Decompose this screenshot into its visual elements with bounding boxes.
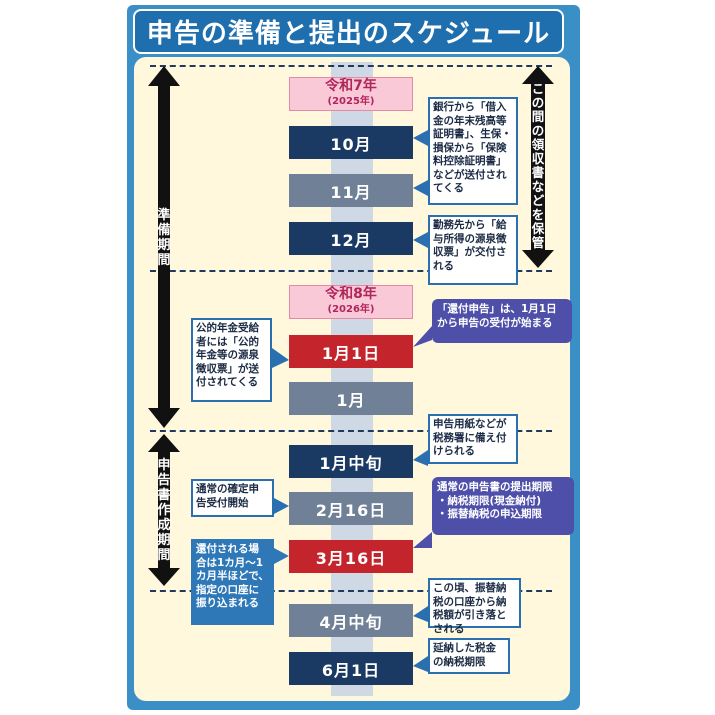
page-title: 申告の準備と提出のスケジュール xyxy=(146,19,551,49)
note-extended-deadline: 延納した税金の納税期限 xyxy=(428,638,510,674)
month-jan-1: 1月1日 xyxy=(289,335,413,368)
keep-receipts-label: この間の領収書などを保管 xyxy=(531,81,545,250)
month-mar-16: 3月16日 xyxy=(289,540,413,573)
divider-line xyxy=(150,270,552,272)
note-deadline: 通常の申告書の提出期限 ・納税期限(現金納付) ・振替納税の申込期限 xyxy=(432,477,574,535)
month-mid-jan: 1月中旬 xyxy=(289,445,413,478)
creation-period-label: 申告書作成期間 xyxy=(157,458,171,563)
month-feb-16: 2月16日 xyxy=(289,492,413,525)
month-mid-apr: 4月中旬 xyxy=(289,604,413,637)
month-oct: 10月 xyxy=(289,126,413,159)
note-filing-start: 通常の確定申告受付開始 xyxy=(191,479,274,517)
note-refund-start: 「還付申告」は、1月1日から申告の受付が始まる xyxy=(432,299,572,343)
month-jan: 1月 xyxy=(289,382,413,415)
month-jun-1: 6月1日 xyxy=(289,652,413,685)
preparation-period-label: 準備期間 xyxy=(157,208,171,268)
note-refund-timing: 還付される場合は1カ月～1カ月半ほどで、指定の口座に振り込まれる xyxy=(191,539,274,625)
divider-line xyxy=(150,65,552,67)
year-label: 令和8年 xyxy=(325,286,377,302)
year-badge-2025: 令和7年 (2025年) xyxy=(289,77,413,111)
divider-line xyxy=(150,590,552,592)
note-withholding-slip: 勤務先から「給与所得の源泉徴収票」が交付される xyxy=(428,215,518,285)
month-nov: 11月 xyxy=(289,174,413,207)
note-forms-ready: 申告用紙などが税務署に備え付けられる xyxy=(428,414,518,464)
year-label-western: (2026年) xyxy=(327,304,375,315)
note-debit: この頃、振替納税の口座から納税額が引き落とされる xyxy=(428,578,521,635)
preparation-period-arrow xyxy=(148,66,180,428)
note-insurance-certificates: 銀行から「借入金の年末残高等証明書」、生保・損保から「保険料控除証明書」などが送… xyxy=(428,97,518,205)
year-badge-2026: 令和8年 (2026年) xyxy=(289,285,413,319)
keep-receipts-arrow xyxy=(522,66,554,268)
year-label: 令和7年 xyxy=(325,78,377,94)
note-pension-slip: 公的年金受給者には「公的年金等の源泉徴収票」が送付されてくる xyxy=(191,318,272,402)
month-dec: 12月 xyxy=(289,222,413,255)
creation-period-arrow xyxy=(148,434,180,586)
header-banner: 申告の準備と提出のスケジュール xyxy=(133,9,564,54)
divider-line xyxy=(150,430,552,432)
year-label-western: (2025年) xyxy=(327,96,375,107)
